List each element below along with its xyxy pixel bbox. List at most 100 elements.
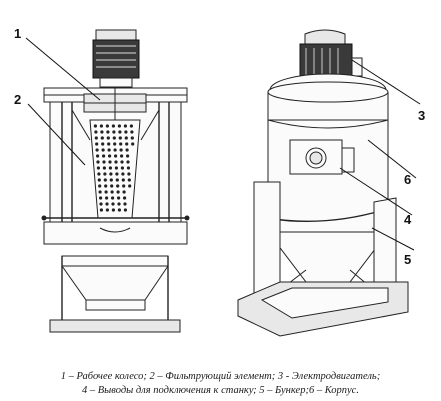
right-exterior-view bbox=[237, 29, 409, 337]
filter-hole bbox=[126, 154, 130, 158]
filter-hole bbox=[123, 196, 127, 200]
filter-hole bbox=[117, 202, 121, 206]
filter-hole bbox=[96, 160, 100, 164]
filter-hole bbox=[105, 208, 109, 212]
filter-hole bbox=[94, 130, 98, 134]
filter-hole bbox=[109, 172, 113, 176]
filter-hole bbox=[100, 130, 104, 134]
filter-hole bbox=[117, 124, 121, 128]
filter-hole bbox=[114, 166, 118, 170]
left-sectional-view bbox=[41, 29, 190, 333]
filter-hole bbox=[116, 184, 120, 188]
caption-line-2: 4 – Выводы для подключения к станку; 5 –… bbox=[82, 385, 359, 396]
filter-hole bbox=[124, 130, 128, 134]
filter-hole bbox=[102, 154, 106, 158]
filter-hole bbox=[115, 178, 119, 182]
filter-hole bbox=[103, 178, 107, 182]
filter-hole bbox=[113, 142, 117, 146]
filter-hole bbox=[97, 172, 101, 176]
filter-hole bbox=[110, 184, 114, 188]
left-hopper bbox=[49, 255, 181, 333]
filter-hole bbox=[108, 154, 112, 158]
filter-hole bbox=[131, 142, 135, 146]
label-6: 6 bbox=[404, 172, 411, 187]
machine-connection-outlet bbox=[289, 139, 355, 175]
filter-hole bbox=[108, 160, 112, 164]
filter-hole bbox=[105, 202, 109, 206]
filter-hole bbox=[112, 136, 116, 140]
label-3: 3 bbox=[418, 108, 425, 123]
filter-hole bbox=[99, 202, 103, 206]
filter-hole bbox=[111, 124, 115, 128]
filter-hole bbox=[94, 136, 98, 140]
filter-hole bbox=[122, 184, 126, 188]
callouts: 1 2 3 6 4 5 bbox=[14, 26, 425, 267]
filter-hole bbox=[110, 190, 114, 194]
left-lower-frame bbox=[43, 221, 188, 245]
filter-hole bbox=[116, 190, 120, 194]
filter-hole bbox=[104, 190, 108, 194]
filter-hole bbox=[100, 136, 104, 140]
filter-hole bbox=[99, 124, 103, 128]
filter-hole bbox=[108, 166, 112, 170]
filter-hole bbox=[111, 208, 115, 212]
filter-hole bbox=[102, 166, 106, 170]
filter-hole bbox=[101, 142, 105, 146]
filter-hole bbox=[121, 178, 125, 182]
filter-hole bbox=[106, 130, 110, 134]
filter-hole bbox=[117, 208, 121, 212]
filter-hole bbox=[119, 148, 123, 152]
filter-hole bbox=[109, 178, 113, 182]
filter-hole bbox=[126, 166, 130, 170]
filter-hole bbox=[106, 136, 110, 140]
filter-hole bbox=[130, 136, 134, 140]
filter-hole bbox=[121, 172, 125, 176]
filter-hole bbox=[114, 160, 118, 164]
label-1: 1 bbox=[14, 26, 21, 41]
filter-hole bbox=[98, 184, 102, 188]
filter-hole bbox=[111, 196, 115, 200]
filter-hole bbox=[107, 148, 111, 152]
filter-hole bbox=[107, 142, 111, 146]
filter-hole bbox=[129, 124, 133, 128]
filter-hole bbox=[114, 154, 118, 158]
label-2: 2 bbox=[14, 92, 21, 107]
filter-hole bbox=[99, 196, 103, 200]
filter-hole bbox=[99, 208, 103, 212]
filter-hole bbox=[127, 178, 131, 182]
filter-hole bbox=[130, 130, 134, 134]
filter-hole bbox=[111, 202, 115, 206]
right-hopper bbox=[266, 231, 390, 283]
filter-hole bbox=[119, 142, 123, 146]
filter-hole bbox=[120, 166, 124, 170]
filter-hole bbox=[102, 160, 106, 164]
filter-hole bbox=[105, 124, 109, 128]
filter-hole bbox=[123, 202, 127, 206]
filter-hole bbox=[97, 178, 101, 182]
filter-hole bbox=[127, 172, 131, 176]
filter-hole bbox=[126, 160, 130, 164]
filter-hole bbox=[113, 148, 117, 152]
filter-hole bbox=[98, 190, 102, 194]
filter-hole bbox=[112, 130, 116, 134]
filter-hole bbox=[101, 148, 105, 152]
filter-hole bbox=[115, 172, 119, 176]
filter-hole bbox=[118, 136, 122, 140]
filter-hole bbox=[123, 208, 127, 212]
impeller bbox=[83, 87, 147, 122]
filter-hole bbox=[104, 184, 108, 188]
filter-hole bbox=[118, 130, 122, 134]
label-5: 5 bbox=[404, 252, 411, 267]
filter-hole bbox=[128, 184, 132, 188]
filter-hole bbox=[95, 148, 99, 152]
filter-hole bbox=[96, 154, 100, 158]
filter-hole bbox=[125, 142, 129, 146]
filter-hole bbox=[96, 166, 100, 170]
caption-line-1: 1 – Рабочее колесо; 2 – Фильтрующий элем… bbox=[60, 371, 381, 382]
filter-hole bbox=[103, 172, 107, 176]
filter-hole bbox=[120, 160, 124, 164]
filter-hole bbox=[120, 154, 124, 158]
filter-hole bbox=[93, 124, 97, 128]
filter-hole bbox=[124, 136, 128, 140]
